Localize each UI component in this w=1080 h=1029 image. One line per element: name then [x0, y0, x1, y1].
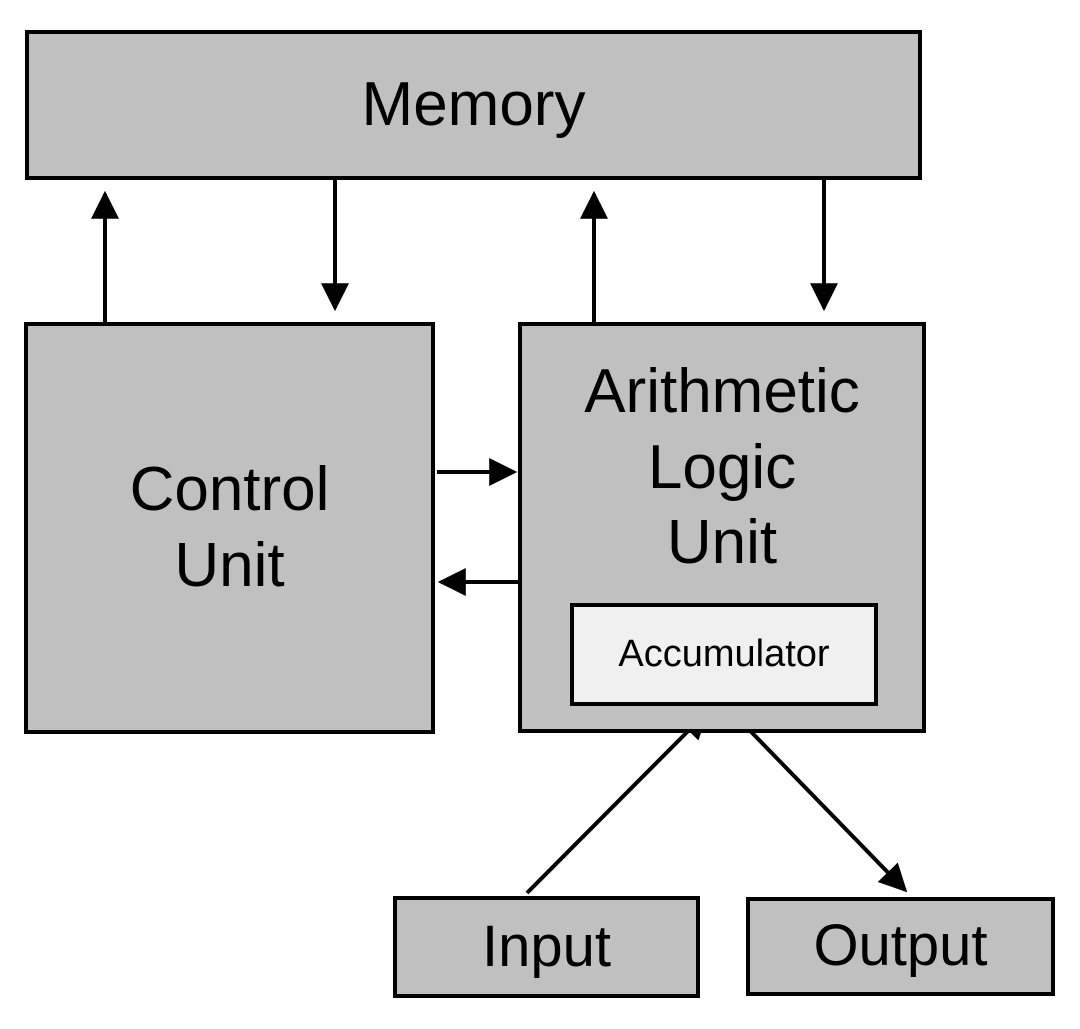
edge-input-to-accumulator — [525, 710, 709, 895]
node-control-unit[interactable]: Control Unit — [24, 322, 435, 734]
node-accumulator[interactable]: Accumulator — [570, 603, 878, 706]
node-arithmetic-logic-unit-label: Arithmetic Logic Unit — [584, 357, 860, 578]
node-memory[interactable]: Memory — [25, 30, 922, 180]
node-input[interactable]: Input — [393, 896, 700, 998]
edge-accumulator-to-output — [725, 705, 908, 893]
node-accumulator-label: Accumulator — [618, 633, 830, 676]
node-control-unit-label: Control Unit — [129, 455, 330, 600]
node-memory-label: Memory — [361, 70, 586, 140]
node-output[interactable]: Output — [746, 897, 1055, 996]
node-output-label: Output — [813, 913, 988, 979]
node-input-label: Input — [482, 913, 611, 979]
